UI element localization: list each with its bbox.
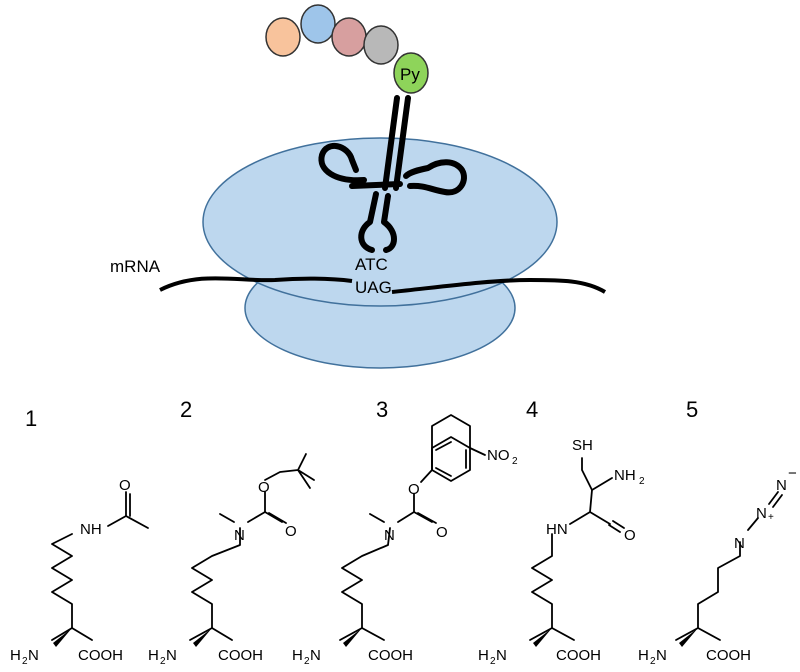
c3-h2n-sub: 2 [304, 656, 310, 667]
codon-label: UAG [355, 278, 392, 297]
c2-h2n-sub: 2 [160, 656, 166, 667]
bead-blue [300, 4, 336, 44]
c4-sh: SH [572, 437, 593, 454]
c5-cooh: COOH [706, 647, 751, 664]
peptide-chain [265, 4, 429, 94]
ribosome-diagram: mRNA ATC UAG Py [110, 4, 607, 369]
compound-4: HN O SH NH 2 H 2 N COOH [478, 437, 645, 667]
c3-h2n-n: N [310, 647, 321, 664]
mrna-label: mRNA [110, 257, 161, 276]
c5-minus: − [788, 465, 797, 482]
c5-n1: N [734, 535, 745, 552]
c3-no2: NO [487, 447, 510, 464]
c2-h2n-n: N [166, 647, 177, 664]
c2-h2n-h: H [148, 647, 159, 664]
c4-h2n-sub: 2 [490, 656, 496, 667]
c5-h2n-n: N [656, 647, 667, 664]
bead-pink [331, 17, 367, 57]
bead-orange [265, 17, 301, 57]
compound-2: N O O H 2 N COOH [148, 453, 315, 667]
c1-o: O [119, 477, 131, 494]
c4-o: O [624, 527, 636, 544]
c4-h2n-n: N [496, 647, 507, 664]
c3-o-carbonyl: O [436, 524, 448, 541]
trna [318, 95, 467, 253]
compound-number-4: 4 [526, 397, 538, 422]
c4-nh2: NH [614, 467, 636, 484]
bead-gray [363, 25, 399, 65]
compound-1: NH O H 2 N COOH [10, 477, 149, 667]
c3-o-ester: O [408, 481, 420, 498]
py-label: Py [400, 65, 420, 84]
mrna-strand-right [391, 277, 607, 294]
c5-h2n-h: H [638, 647, 649, 664]
c1-cooh: COOH [78, 647, 123, 664]
c5-plus: + [768, 512, 774, 523]
c2-o-ester: O [258, 479, 270, 496]
c5-n2: N [756, 505, 767, 522]
c2-n: N [234, 527, 245, 544]
c4-h2n-h: H [478, 647, 489, 664]
c1-nh: NH [80, 521, 102, 538]
mrna-strand-left [159, 276, 353, 292]
anticodon-label: ATC [355, 255, 388, 274]
c3-h2n-h: H [292, 647, 303, 664]
c2-cooh: COOH [218, 647, 263, 664]
compound-number-2: 2 [180, 397, 192, 422]
c3-cooh: COOH [368, 647, 413, 664]
c1-h2n-sub: 2 [22, 656, 28, 667]
c1-h2n-n: N [28, 647, 39, 664]
c1-h2n-h: H [10, 647, 21, 664]
c4-cooh: COOH [556, 647, 601, 664]
c5-n3: N [776, 477, 787, 494]
compound-number-5: 5 [686, 397, 698, 422]
c5-h2n-sub: 2 [650, 656, 656, 667]
ribosome-large-subunit [202, 137, 558, 307]
compound-number-1: 1 [25, 406, 37, 431]
compound-5: N N + N − H 2 N COOH [638, 465, 797, 667]
bead-pyrrolysine [393, 52, 429, 94]
c4-hn: HN [546, 521, 568, 538]
c2-o-carbonyl: O [285, 523, 297, 540]
compound-3: N O O NO 2 H 2 N COOH [292, 414, 518, 667]
compound-number-3: 3 [376, 397, 388, 422]
c3-no2-sub: 2 [512, 456, 518, 467]
c4-nh2-sub: 2 [639, 476, 645, 487]
c3-n: N [384, 527, 395, 544]
